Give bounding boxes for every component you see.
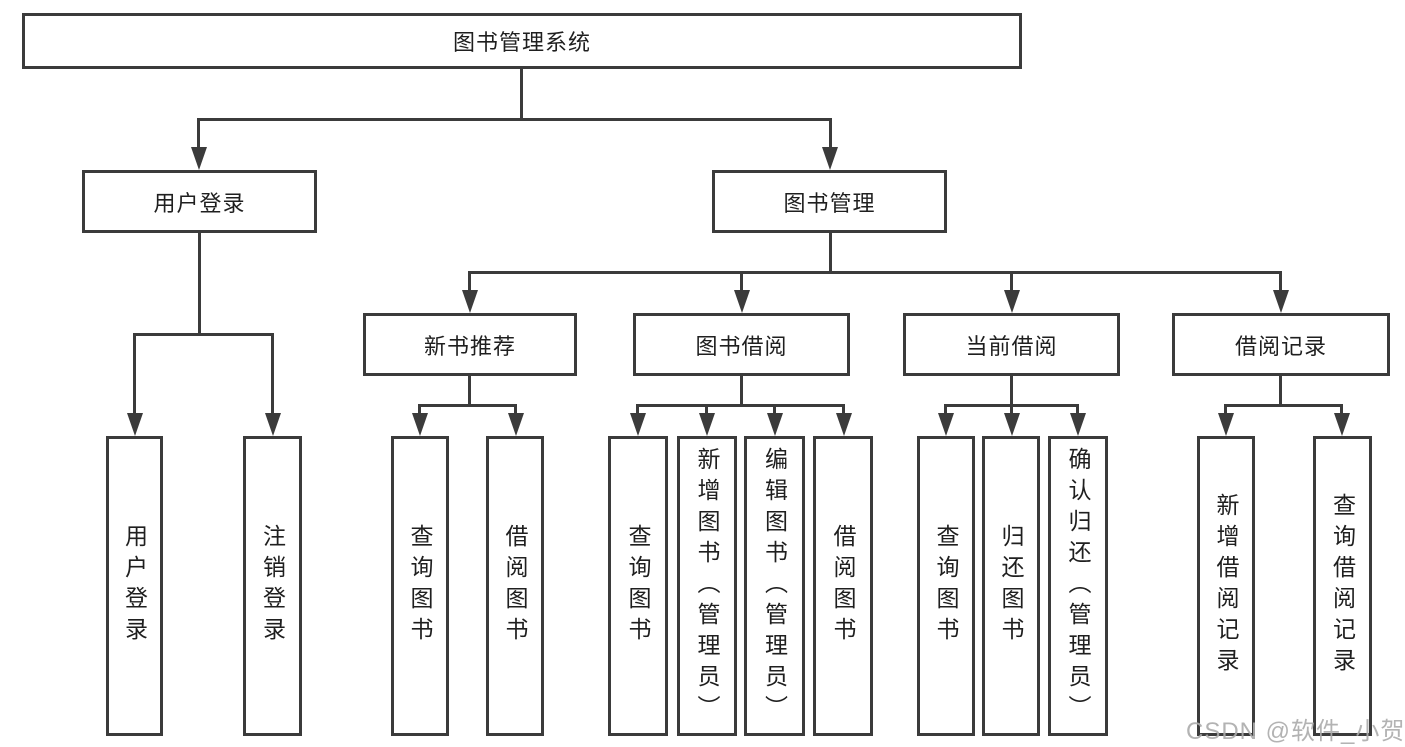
leaf-label: 新增借阅记录 xyxy=(1213,493,1239,679)
node-label: 新书推荐 xyxy=(423,333,516,359)
arrowhead-current-c1 xyxy=(938,413,954,436)
connector-root-stem xyxy=(520,69,523,120)
arrowhead-leaf-login xyxy=(127,413,143,436)
arrowhead-newbook-c1 xyxy=(412,413,428,436)
leaf-borrow-book-recommend: 借阅图书 xyxy=(486,436,544,736)
connector-records-horizontal xyxy=(1224,404,1343,407)
leaf-add-book-admin: 新增图书（管理员） xyxy=(677,436,737,736)
arrowhead-records-c2 xyxy=(1334,413,1350,436)
connector-borrow-c4-drop xyxy=(842,404,845,416)
arrowhead-records-c1 xyxy=(1218,413,1234,436)
connector-records-c2-drop xyxy=(1340,404,1343,416)
node-current-borrow: 当前借阅 xyxy=(903,313,1120,376)
leaf-return-book: 归还图书 xyxy=(982,436,1040,736)
csdn-watermark: CSDN @软件_小贺同学 xyxy=(1186,718,1405,745)
connector-borrow-c2-drop xyxy=(705,404,708,416)
leaf-label: 借阅图书 xyxy=(830,524,856,648)
node-label: 图书管理 xyxy=(783,190,876,216)
connector-newbook-horizontal xyxy=(418,404,517,407)
node-book-borrow: 图书借阅 xyxy=(633,313,850,376)
connector-records-stem xyxy=(1279,376,1282,407)
arrowhead-newbook xyxy=(462,290,478,313)
connector-user-login-horizontal xyxy=(133,333,274,336)
leaf-label: 查询图书 xyxy=(625,524,651,648)
connector-book-mgmt-horizontal xyxy=(468,271,1282,274)
arrowhead-current-c3 xyxy=(1070,413,1086,436)
leaf-label: 编辑图书（管理员） xyxy=(761,446,788,726)
node-label: 当前借阅 xyxy=(965,333,1058,359)
arrowhead-borrow-c3 xyxy=(767,413,783,436)
arrowhead-current-c2 xyxy=(1004,413,1020,436)
connector-borrow-c3-drop xyxy=(773,404,776,416)
connector-current-c2-drop xyxy=(1010,404,1013,416)
arrowhead-current xyxy=(1004,290,1020,313)
arrowhead-records xyxy=(1273,290,1289,313)
arrowhead-newbook-c2 xyxy=(508,413,524,436)
node-label: 图书管理系统 xyxy=(452,30,591,55)
connector-newbook-stem xyxy=(468,376,471,407)
leaf-label: 查询借阅记录 xyxy=(1329,493,1356,679)
leaf-label: 用户登录 xyxy=(121,524,148,648)
connector-borrow-horizontal xyxy=(636,404,845,407)
connector-borrow-drop xyxy=(740,271,743,293)
leaf-query-book-current: 查询图书 xyxy=(917,436,975,736)
connector-current-c3-drop xyxy=(1076,404,1079,416)
node-label: 用户登录 xyxy=(153,190,246,216)
arrowhead-user-login xyxy=(191,147,207,170)
arrowhead-leaf-logout xyxy=(265,413,281,436)
connector-records-c1-drop xyxy=(1224,404,1227,416)
node-borrow-records: 借阅记录 xyxy=(1172,313,1390,376)
leaf-label: 归还图书 xyxy=(998,524,1024,648)
leaf-label: 确认归还（管理员） xyxy=(1065,446,1091,726)
leaf-edit-book-admin: 编辑图书（管理员） xyxy=(744,436,805,736)
arrowhead-book-mgmt xyxy=(822,147,838,170)
connector-records-drop xyxy=(1279,271,1282,293)
connector-leaf-login-drop xyxy=(133,333,136,413)
connector-newbook-drop xyxy=(468,271,471,293)
leaf-query-book-borrow: 查询图书 xyxy=(608,436,668,736)
node-user-login: 用户登录 xyxy=(82,170,317,233)
connector-root-horizontal xyxy=(197,118,832,121)
node-new-book-recommend: 新书推荐 xyxy=(363,313,577,376)
leaf-query-book-recommend: 查询图书 xyxy=(391,436,449,736)
connector-borrow-stem xyxy=(740,376,743,407)
arrowhead-borrow xyxy=(734,290,750,313)
leaf-confirm-return-admin: 确认归还（管理员） xyxy=(1048,436,1108,736)
arrowhead-borrow-c2 xyxy=(699,413,715,436)
leaf-logout: 注销登录 xyxy=(243,436,302,736)
leaf-add-borrow-record: 新增借阅记录 xyxy=(1197,436,1255,736)
leaf-label: 借阅图书 xyxy=(502,524,528,648)
connector-newbook-c2-drop xyxy=(514,404,517,416)
leaf-label: 查询图书 xyxy=(407,524,433,648)
node-label: 借阅记录 xyxy=(1234,333,1327,359)
node-label: 图书借阅 xyxy=(695,333,788,359)
connector-newbook-c1-drop xyxy=(418,404,421,416)
connector-leaf-logout-drop xyxy=(271,333,274,413)
leaf-label: 查询图书 xyxy=(933,524,959,648)
leaf-label: 注销登录 xyxy=(259,524,286,648)
connector-current-drop xyxy=(1010,271,1013,293)
arrowhead-borrow-c1 xyxy=(630,413,646,436)
leaf-query-borrow-record: 查询借阅记录 xyxy=(1313,436,1372,736)
leaf-borrow-book: 借阅图书 xyxy=(813,436,873,736)
connector-user-login-drop xyxy=(197,118,200,163)
node-library-management-system: 图书管理系统 xyxy=(22,13,1022,69)
connector-user-login-stem xyxy=(198,233,201,336)
leaf-user-login: 用户登录 xyxy=(106,436,163,736)
connector-borrow-c1-drop xyxy=(636,404,639,416)
leaf-label: 新增图书（管理员） xyxy=(694,446,720,726)
node-book-management: 图书管理 xyxy=(712,170,947,233)
connector-book-mgmt-stem xyxy=(829,233,832,274)
connector-book-mgmt-drop xyxy=(829,118,832,163)
connector-current-stem xyxy=(1010,376,1013,407)
arrowhead-borrow-c4 xyxy=(836,413,852,436)
connector-current-c1-drop xyxy=(944,404,947,416)
